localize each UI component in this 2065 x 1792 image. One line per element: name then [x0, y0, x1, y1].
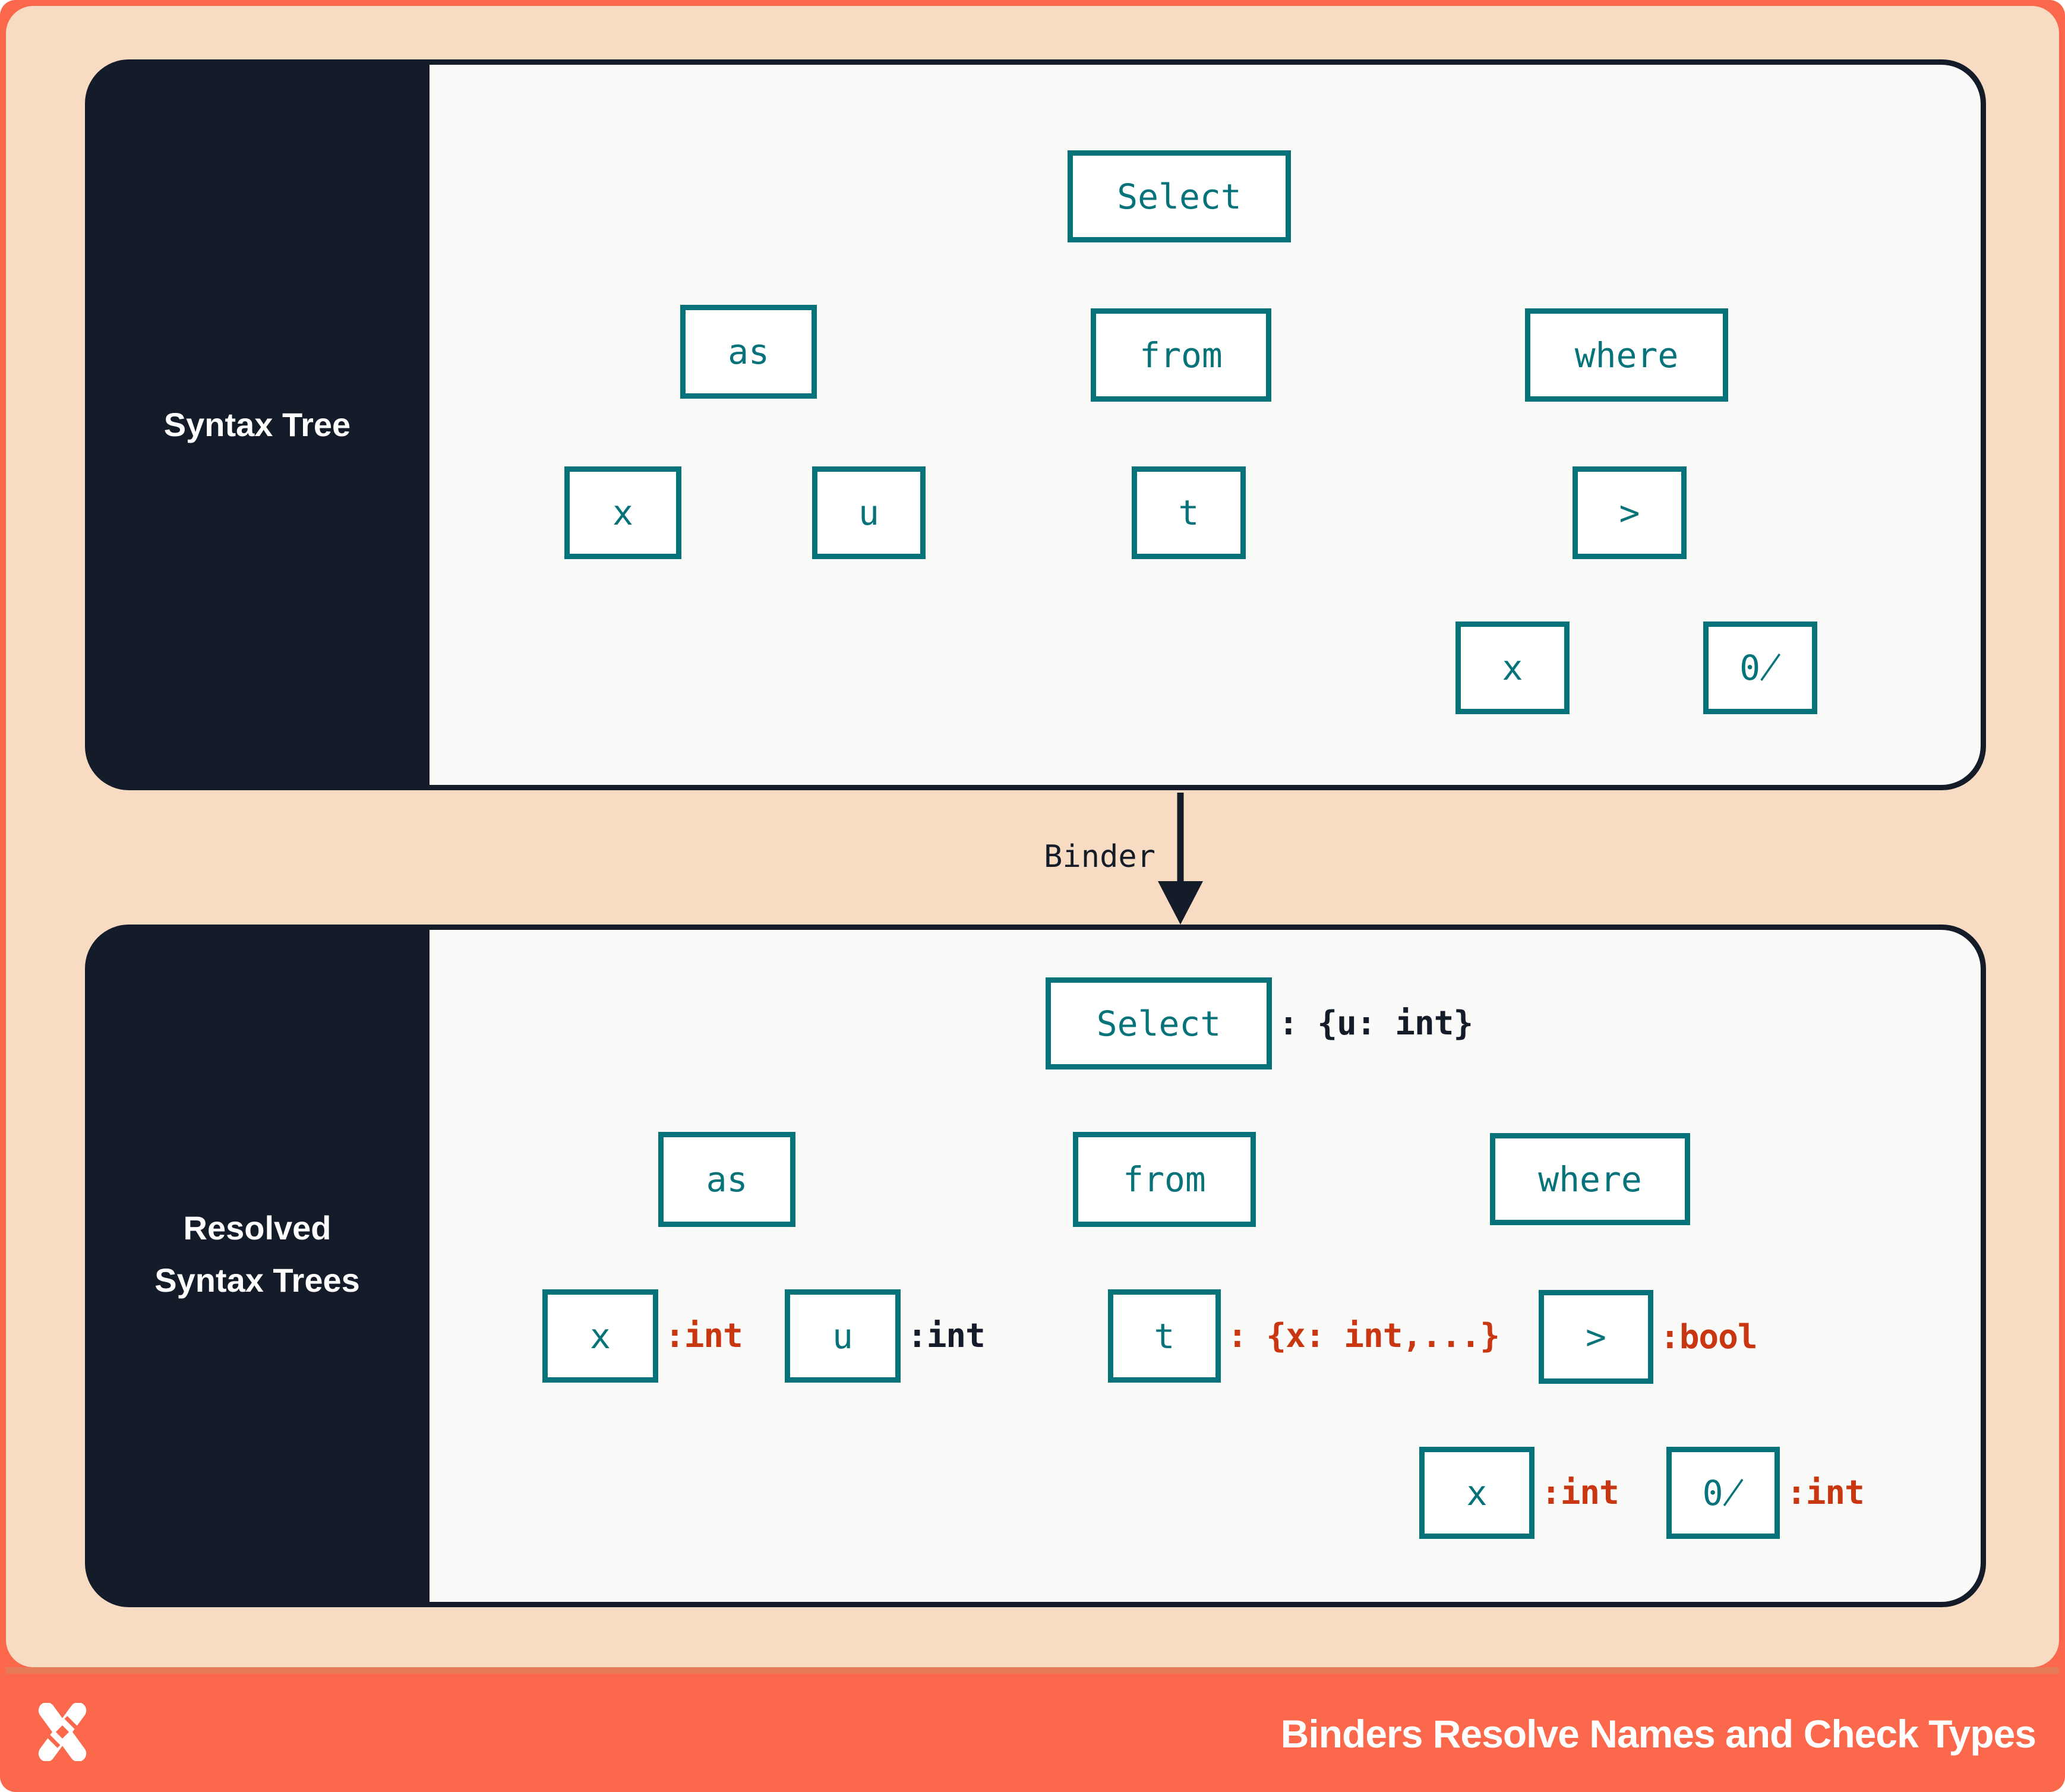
rnode-x-type: :int: [665, 1317, 743, 1355]
rnode-t: t : {x: int,...}: [1108, 1289, 1500, 1383]
node-u-label: u: [858, 493, 879, 533]
rnode-where-zero-type: :int: [1786, 1474, 1865, 1512]
node-t-label: t: [1178, 493, 1199, 533]
rnode-t-type: : {x: int,...}: [1227, 1317, 1500, 1355]
resolved-tree-title-line1: Resolved: [183, 1209, 331, 1247]
rnode-x: x :int: [542, 1289, 743, 1383]
syntax-tree-panel: Syntax Tree: [85, 59, 1986, 790]
rnode-where: where: [1490, 1133, 1690, 1225]
node-as: as: [680, 305, 817, 399]
rnode-gt-label: >: [1586, 1317, 1606, 1357]
rnode-where-x-type: :int: [1541, 1474, 1619, 1512]
node-where-zero-label: 0̸: [1739, 648, 1781, 688]
rnode-u-type: :int: [907, 1317, 986, 1355]
node-t: t: [1132, 466, 1246, 559]
x-mark-logo-icon: [38, 1703, 87, 1761]
rnode-where-x-label: x: [1466, 1472, 1488, 1513]
rnode-where-zero: 0̸ :int: [1666, 1447, 1865, 1539]
node-gt: >: [1573, 466, 1687, 559]
node-select-label: Select: [1117, 176, 1242, 217]
rnode-gt: > :bool: [1539, 1290, 1758, 1384]
node-from-label: from: [1139, 335, 1223, 376]
rnode-as-label: as: [706, 1159, 748, 1200]
node-x-label: x: [612, 493, 633, 533]
resolved-tree-title-line2: Syntax Trees: [154, 1261, 360, 1299]
binder-label: Binder: [1044, 839, 1155, 875]
node-where-x-label: x: [1502, 648, 1523, 688]
syntax-tree-title: Syntax Tree: [163, 406, 351, 443]
rnode-t-label: t: [1154, 1315, 1175, 1356]
rnode-where-label: where: [1538, 1159, 1642, 1200]
node-from: from: [1091, 308, 1271, 402]
footer-title: Binders Resolve Names and Check Types: [1280, 1712, 2036, 1756]
node-x: x: [564, 466, 681, 559]
node-select: Select: [1068, 150, 1291, 242]
node-as-label: as: [728, 332, 769, 372]
node-where: where: [1525, 308, 1728, 402]
rnode-where-x: x :int: [1419, 1447, 1619, 1539]
node-u: u: [812, 466, 926, 559]
node-where-zero: 0̸: [1703, 621, 1817, 714]
node-where-x: x: [1455, 621, 1570, 714]
resolved-tree-sidebar: Resolved Syntax Trees: [85, 913, 430, 1595]
rnode-u: u :int: [785, 1289, 986, 1383]
syntax-tree-sidebar: Syntax Tree: [85, 59, 430, 790]
node-gt-label: >: [1619, 493, 1640, 533]
rnode-as: as: [658, 1132, 795, 1227]
rnode-u-label: u: [832, 1315, 853, 1356]
node-where-label: where: [1574, 335, 1679, 376]
rnode-select-type: : {u: int}: [1278, 1004, 1473, 1043]
footer-shadow-strip: [6, 1667, 2059, 1674]
rnode-from-label: from: [1123, 1159, 1206, 1200]
rnode-select: Select : {u: int}: [1046, 977, 1473, 1069]
rnode-from: from: [1073, 1132, 1256, 1227]
rnode-select-label: Select: [1096, 1003, 1221, 1044]
rnode-gt-type: :bool: [1660, 1317, 1758, 1356]
rnode-x-label: x: [590, 1315, 611, 1356]
rnode-where-zero-label: 0̸: [1702, 1472, 1744, 1513]
